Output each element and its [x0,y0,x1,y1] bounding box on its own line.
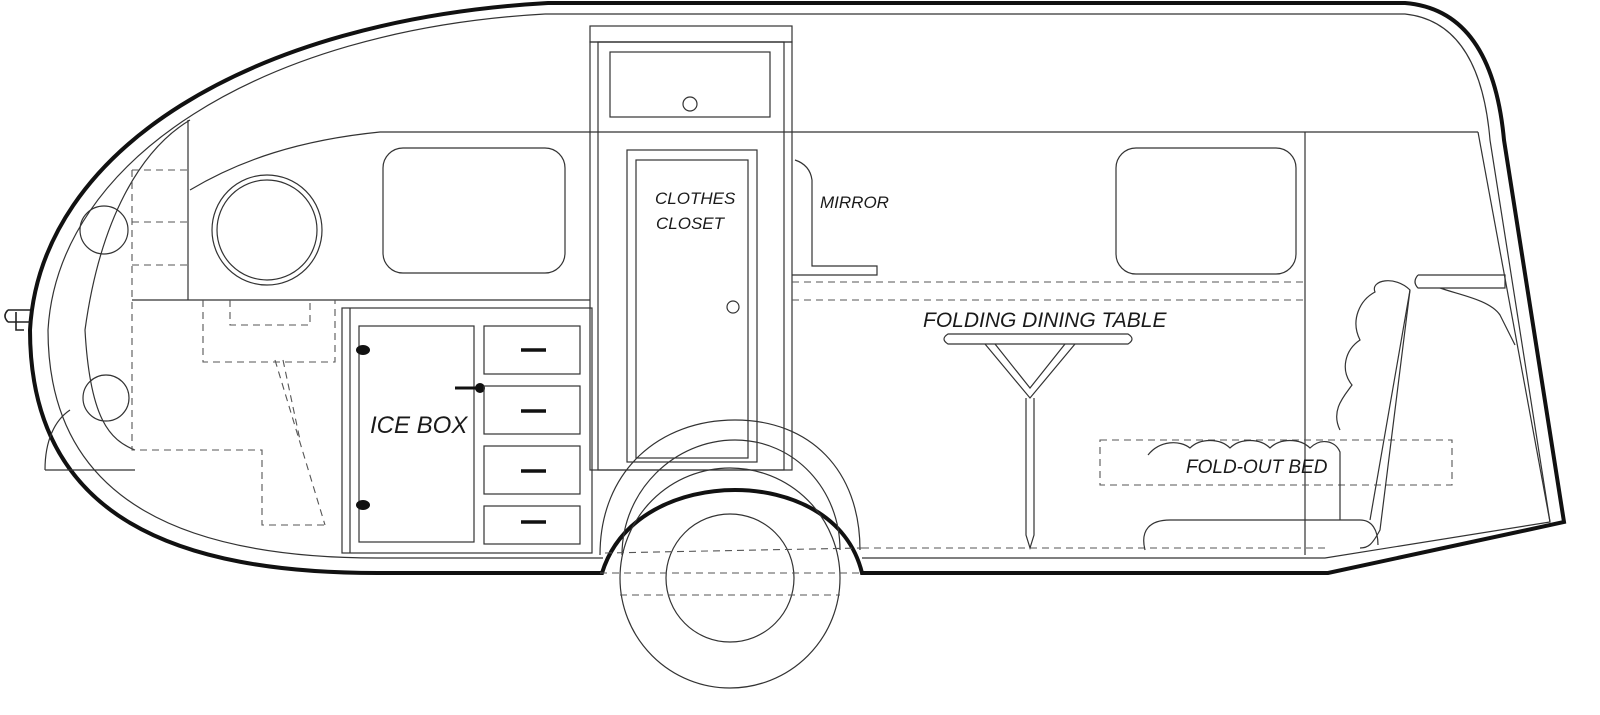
closet-column-inner [597,41,785,471]
latch-knob-icon [475,383,485,393]
hinge-bottom-icon [356,500,370,510]
mirror-frame [792,159,878,276]
rear-shelf [1418,274,1516,346]
hitch-icon [4,309,30,331]
table-brace [984,343,1076,399]
hinge-top-icon [356,345,370,355]
wheel-well-inner [621,439,841,556]
porthole-inner-ring [216,179,318,281]
bed-cushion[interactable] [1143,439,1379,551]
fold-out-bed-outline [1099,439,1453,486]
front-light-top [79,205,129,255]
wheel-rim [665,513,795,643]
front-light-bottom [82,374,130,422]
rear-wall-line [1477,131,1551,523]
seat-back-edge [1369,289,1411,521]
drawer-1[interactable] [483,325,581,375]
label-clothes-closet-2: CLOSET [656,214,726,233]
front-fender [44,409,135,471]
cabinet-frame [341,307,593,554]
closet-cap [589,25,793,43]
label-clothes-closet-1: CLOTHES [655,189,736,208]
sink-dashed [202,300,336,526]
table-leg [1025,398,1035,551]
label-fold-out-bed: FOLD-OUT BED [1186,457,1328,478]
drawer-2[interactable] [483,385,581,435]
ceiling-line [189,131,1478,191]
closet-column [589,41,793,471]
front-storage-dashed [131,169,325,526]
rear-side-window [1115,147,1297,275]
ice-box-door[interactable] [358,325,475,543]
seat-back [1336,280,1411,549]
closet-door-panel [635,159,749,459]
outer-shell [27,1,1567,575]
front-side-window [382,147,566,274]
front-wall-curve [84,119,191,451]
porthole-window [211,174,323,286]
wheel-tire [619,467,841,689]
wheel-well [599,419,861,556]
upper-cabinet-knob-icon [682,96,698,112]
folding-dining-table[interactable] [943,333,1133,345]
label-ice-box: ICE BOX [370,412,468,439]
closet-door[interactable] [626,149,758,463]
inner-shell [47,13,1551,559]
closet-door-knob-icon [726,300,740,314]
label-folding-dining-table: FOLDING DINING TABLE [923,309,1167,332]
drawer-3[interactable] [483,445,581,495]
label-mirror: MIRROR [820,193,889,212]
drawer-4[interactable] [483,505,581,545]
upper-cabinet-door[interactable] [609,51,771,118]
rear-shelf-lip [1414,274,1440,289]
